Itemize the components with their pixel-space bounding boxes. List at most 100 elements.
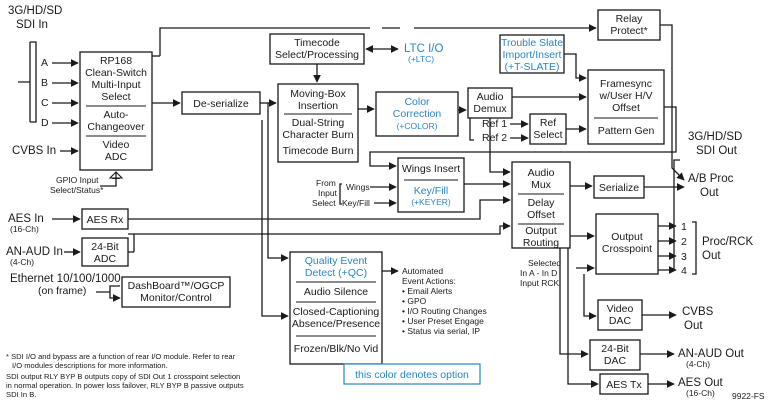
proc-rck-brace (692, 221, 697, 275)
selected-label-2: In A - In D (520, 268, 557, 278)
trouble-slate-block: Trouble Slate Import/Insert (+T-SLATE) (499, 34, 565, 74)
svg-text:(+T-SLATE): (+T-SLATE) (505, 61, 560, 73)
svg-text:Trouble Slate: Trouble Slate (501, 37, 563, 49)
ref2-label: Ref 2 (482, 132, 507, 144)
framesync-block: Framesync w/User H/V Offset Pattern Gen (587, 69, 665, 145)
svg-text:AES Tx: AES Tx (606, 379, 642, 391)
svg-text:Video: Video (607, 303, 634, 315)
aes-rx-block: AES Rx (81, 208, 129, 230)
svg-text:Audio: Audio (528, 167, 555, 179)
aes-out-sub: (16-Ch) (686, 388, 715, 398)
svg-text:Key/Fill: Key/Fill (414, 185, 448, 197)
wings-insert-block: Wings Insert Key/Fill (+KEYER) (397, 157, 465, 213)
svg-text:Select/Processing: Select/Processing (275, 49, 359, 61)
svg-text:I/O modules descriptions for m: I/O modules descriptions for more inform… (12, 361, 168, 370)
ltc-option-label: (+LTC) (408, 54, 434, 64)
svg-text:* SDI I/O and bypass are a fun: * SDI I/O and bypass are a function of r… (6, 352, 236, 361)
ab-proc-label-1: A/B Proc (688, 173, 734, 185)
channel-a: A (41, 57, 79, 69)
from-input-label-1: From (316, 178, 336, 188)
svg-text:Monitor/Control: Monitor/Control (140, 292, 212, 304)
svg-text:Auto-: Auto- (103, 109, 129, 121)
svg-text:Event Actions:: Event Actions: (402, 276, 456, 286)
from-input-brace (339, 183, 342, 205)
svg-text:RP168: RP168 (100, 55, 132, 67)
wings-input-label: Wings (346, 182, 370, 192)
svg-text:Protect*: Protect* (610, 25, 647, 37)
svg-text:Pattern Gen: Pattern Gen (598, 125, 655, 137)
selected-label-1: Selected (528, 258, 561, 268)
input-brace (30, 41, 37, 123)
svg-text:• User Preset Engage: • User Preset Engage (402, 316, 484, 326)
proc-rck-label-1: Proc/RCK (702, 236, 753, 248)
svg-text:Moving-Box: Moving-Box (290, 88, 346, 100)
aes-in-sub: (16-Ch) (10, 224, 39, 234)
cvbs-out-label-1: CVBS (682, 306, 714, 318)
cvbs-in-label: CVBS In (12, 145, 56, 157)
sdi-in-label-1: 3G/HD/SD (8, 5, 62, 17)
channel-b: B (41, 77, 79, 89)
svg-text:Video: Video (103, 139, 130, 151)
svg-text:• Email Alerts: • Email Alerts (402, 286, 452, 296)
video-dac-block: Video DAC (597, 299, 643, 331)
svg-text:DAC: DAC (609, 315, 632, 327)
gpio-label-1: GPIO Input (56, 175, 99, 185)
quality-event-block: Quality Event Detect (+QC) Audio Silence… (289, 251, 383, 365)
sdi-in-label-2: SDI In (16, 19, 48, 31)
svg-text:this color denotes option: this color denotes option (355, 369, 469, 381)
svg-text:Output: Output (525, 225, 557, 237)
bypass-line (159, 27, 370, 56)
svg-text:(+KEYER): (+KEYER) (411, 197, 451, 207)
audio-mux-block: Audio Mux Delay Offset Output Routing (511, 161, 571, 249)
svg-text:Relay: Relay (616, 13, 644, 25)
svg-text:SDI output RLY BYP B outputs c: SDI output RLY BYP B outputs copy of SDI… (6, 372, 240, 381)
svg-text:De-serialize: De-serialize (193, 98, 249, 110)
sdi-out-label-2: SDI Out (696, 145, 738, 157)
svg-text:A: A (41, 57, 48, 69)
svg-text:Automated: Automated (402, 266, 443, 276)
svg-text:Demux: Demux (473, 103, 507, 115)
serialize-block: Serialize (593, 175, 645, 199)
audmux-down (559, 248, 589, 358)
demux-down (469, 118, 491, 141)
figure-id: 9922-FS (732, 391, 765, 401)
svg-text:Offset: Offset (612, 102, 640, 114)
svg-text:Routing: Routing (523, 237, 559, 249)
anaud-in-sub: (4-Ch) (10, 257, 34, 267)
movbox-block: Moving-Box Insertion Dual-String Charact… (277, 83, 359, 163)
sdi-out-brace (673, 159, 680, 270)
relay-protect-block: Relay Protect* (597, 9, 661, 41)
svg-text:Color: Color (404, 96, 430, 108)
sdi-out-label-1: 3G/HD/SD (688, 131, 742, 143)
ab-proc-label-2: Out (700, 187, 719, 199)
adc-24bit-block: 24-Bit ADC (81, 237, 129, 267)
ref-select-block: Ref Select (529, 113, 567, 145)
svg-text:Character Burn: Character Burn (282, 129, 353, 141)
svg-text:Frozen/Blk/No Vid: Frozen/Blk/No Vid (294, 343, 379, 355)
adc-to-audmux (128, 222, 511, 235)
svg-text:24-Bit: 24-Bit (91, 241, 119, 253)
deserialize-block: De-serialize (181, 91, 261, 115)
xpt-num-2: 2 (681, 236, 687, 248)
svg-text:Crosspoint: Crosspoint (602, 243, 652, 255)
svg-text:Offset: Offset (527, 209, 555, 221)
ref1-label: Ref 1 (482, 118, 507, 130)
svg-text:B: B (41, 77, 48, 89)
svg-text:Select: Select (101, 91, 130, 103)
svg-text:Audio Silence: Audio Silence (304, 286, 368, 298)
svg-text:Closed-Captioning: Closed-Captioning (293, 306, 380, 318)
ethernet-label: Ethernet 10/100/1000 (10, 273, 121, 285)
svg-text:Wings Insert: Wings Insert (402, 163, 460, 175)
ltc-io-label: LTC I/O (404, 43, 443, 55)
svg-text:DAC: DAC (604, 355, 627, 367)
svg-text:Dual-String: Dual-String (292, 117, 345, 129)
option-legend: this color denotes option (343, 363, 481, 385)
dashboard-block: DashBoard™/OGCP Monitor/Control (121, 276, 231, 308)
svg-text:Serialize: Serialize (599, 182, 639, 194)
from-input-label-2: Input (318, 188, 338, 198)
svg-text:Timecode Burn: Timecode Burn (283, 145, 354, 157)
aes-tx-block: AES Tx (599, 373, 649, 395)
svg-text:Correction: Correction (393, 108, 442, 120)
audio-demux-block: Audio Demux (467, 87, 513, 119)
